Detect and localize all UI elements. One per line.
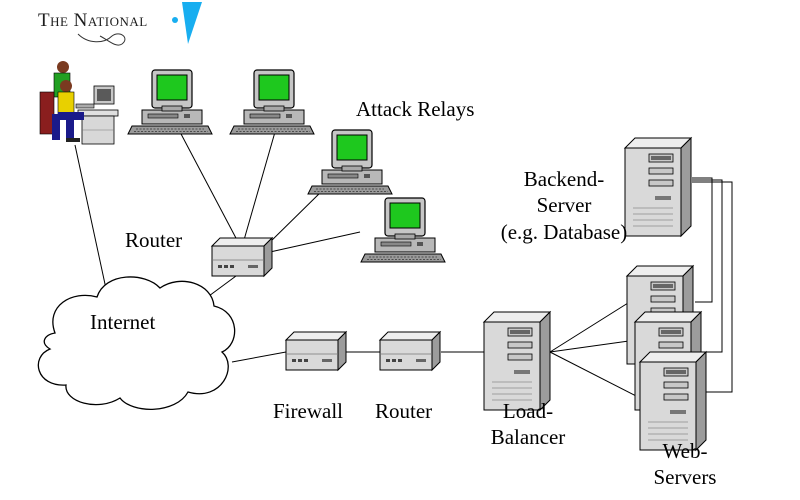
firewall-label: Firewall xyxy=(273,399,343,423)
router-bottom-label: Router xyxy=(375,399,433,423)
backend-server-label-line2: Server xyxy=(536,193,592,217)
backend-server-label-line3: (e.g. Database) xyxy=(500,220,628,244)
router-label: Router xyxy=(125,228,183,252)
internet-cloud xyxy=(37,276,236,410)
attack-relay-computer-icon xyxy=(307,129,393,195)
attack-relay-computer-icon xyxy=(360,197,446,263)
desktop-computer-icon xyxy=(127,69,213,135)
firewall-icon xyxy=(285,331,347,371)
internet-label: Internet xyxy=(90,310,156,334)
web-servers-label-line2: Servers xyxy=(653,465,717,489)
desktop-computer-icon xyxy=(229,69,315,135)
logo-text: The National xyxy=(38,10,148,31)
web-server-icon xyxy=(639,351,707,451)
the-national-logo xyxy=(77,2,202,46)
backend-server-label-line1: Backend- xyxy=(523,167,605,191)
attacker-person-icon xyxy=(39,61,119,145)
load-balancer-label-line2: Balancer xyxy=(490,425,566,449)
router-icon xyxy=(379,331,441,371)
router-icon xyxy=(211,237,273,277)
load-balancer-label-line1: Load- xyxy=(502,399,554,423)
connection-lines xyxy=(74,131,733,399)
attack-relays-label: Attack Relays xyxy=(356,97,475,121)
web-servers-label-line1: Web- xyxy=(662,439,708,463)
load-balancer-server-icon xyxy=(483,311,551,411)
